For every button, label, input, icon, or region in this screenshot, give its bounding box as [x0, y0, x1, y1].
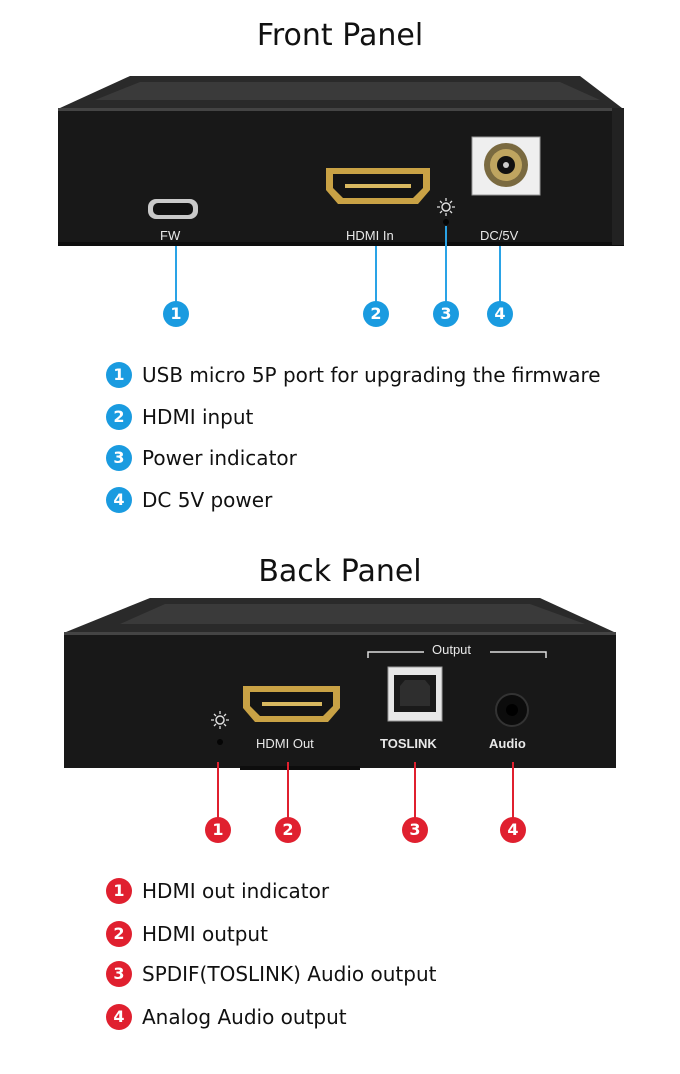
- list-item: 3 SPDIF(TOSLINK) Audio output: [106, 961, 436, 991]
- item-number: 3: [106, 961, 132, 987]
- item-text: HDMI output: [142, 922, 268, 946]
- item-number: 2: [106, 921, 132, 947]
- output-label: Output: [432, 642, 472, 657]
- list-item: 2 HDMI output: [106, 921, 268, 951]
- list-item: 4 Analog Audio output: [106, 1004, 347, 1034]
- item-number: 1: [106, 362, 132, 388]
- back-marker-3: 3: [402, 817, 428, 843]
- hdmi-in-label: HDMI In: [346, 228, 394, 243]
- hdmi-out-label: HDMI Out: [256, 736, 314, 751]
- sun-indicator-icon: [437, 198, 455, 225]
- toslink-port: [387, 666, 443, 722]
- list-item: 3 Power indicator: [106, 445, 297, 475]
- item-text: USB micro 5P port for upgrading the firm…: [142, 363, 601, 387]
- front-device-illustration: [58, 76, 624, 302]
- hdmi-out-port: [243, 686, 340, 722]
- item-number: 3: [106, 445, 132, 471]
- item-number: 1: [106, 878, 132, 904]
- list-item: 1 USB micro 5P port for upgrading the fir…: [106, 362, 601, 392]
- item-number: 2: [106, 404, 132, 430]
- toslink-label: TOSLINK: [380, 736, 437, 751]
- item-number: 4: [106, 1004, 132, 1030]
- dc-jack: [471, 136, 541, 196]
- front-panel-title: Front Panel: [256, 18, 424, 53]
- front-marker-2: 2: [363, 301, 389, 327]
- item-number: 4: [106, 487, 132, 513]
- list-item: 2 HDMI input: [106, 404, 253, 434]
- fw-label: FW: [160, 228, 181, 243]
- front-device: FW HDMI In DC/5V 1 2 3 4: [0, 0, 680, 340]
- back-marker-1: 1: [205, 817, 231, 843]
- audio-label: Audio: [489, 736, 526, 751]
- item-text: HDMI input: [142, 405, 254, 429]
- item-text: Power indicator: [142, 446, 297, 470]
- list-item: 1 HDMI out indicator: [106, 878, 329, 908]
- back-panel-title: Back Panel: [258, 554, 422, 589]
- list-item: 4 DC 5V power: [106, 487, 272, 517]
- front-marker-3: 3: [433, 301, 459, 327]
- front-marker-4: 4: [487, 301, 513, 327]
- audio-jack: [495, 693, 529, 727]
- item-text: Analog Audio output: [142, 1005, 347, 1029]
- micro-usb-port: [148, 199, 198, 219]
- item-text: DC 5V power: [142, 488, 273, 512]
- hdmi-in-port: [326, 168, 430, 204]
- back-marker-2: 2: [275, 817, 301, 843]
- back-marker-4: 4: [500, 817, 526, 843]
- dc-label: DC/5V: [480, 228, 519, 243]
- sun-indicator-icon: [211, 711, 229, 745]
- item-text: SPDIF(TOSLINK) Audio output: [142, 962, 437, 986]
- item-text: HDMI out indicator: [142, 879, 330, 903]
- front-marker-1: 1: [163, 301, 189, 327]
